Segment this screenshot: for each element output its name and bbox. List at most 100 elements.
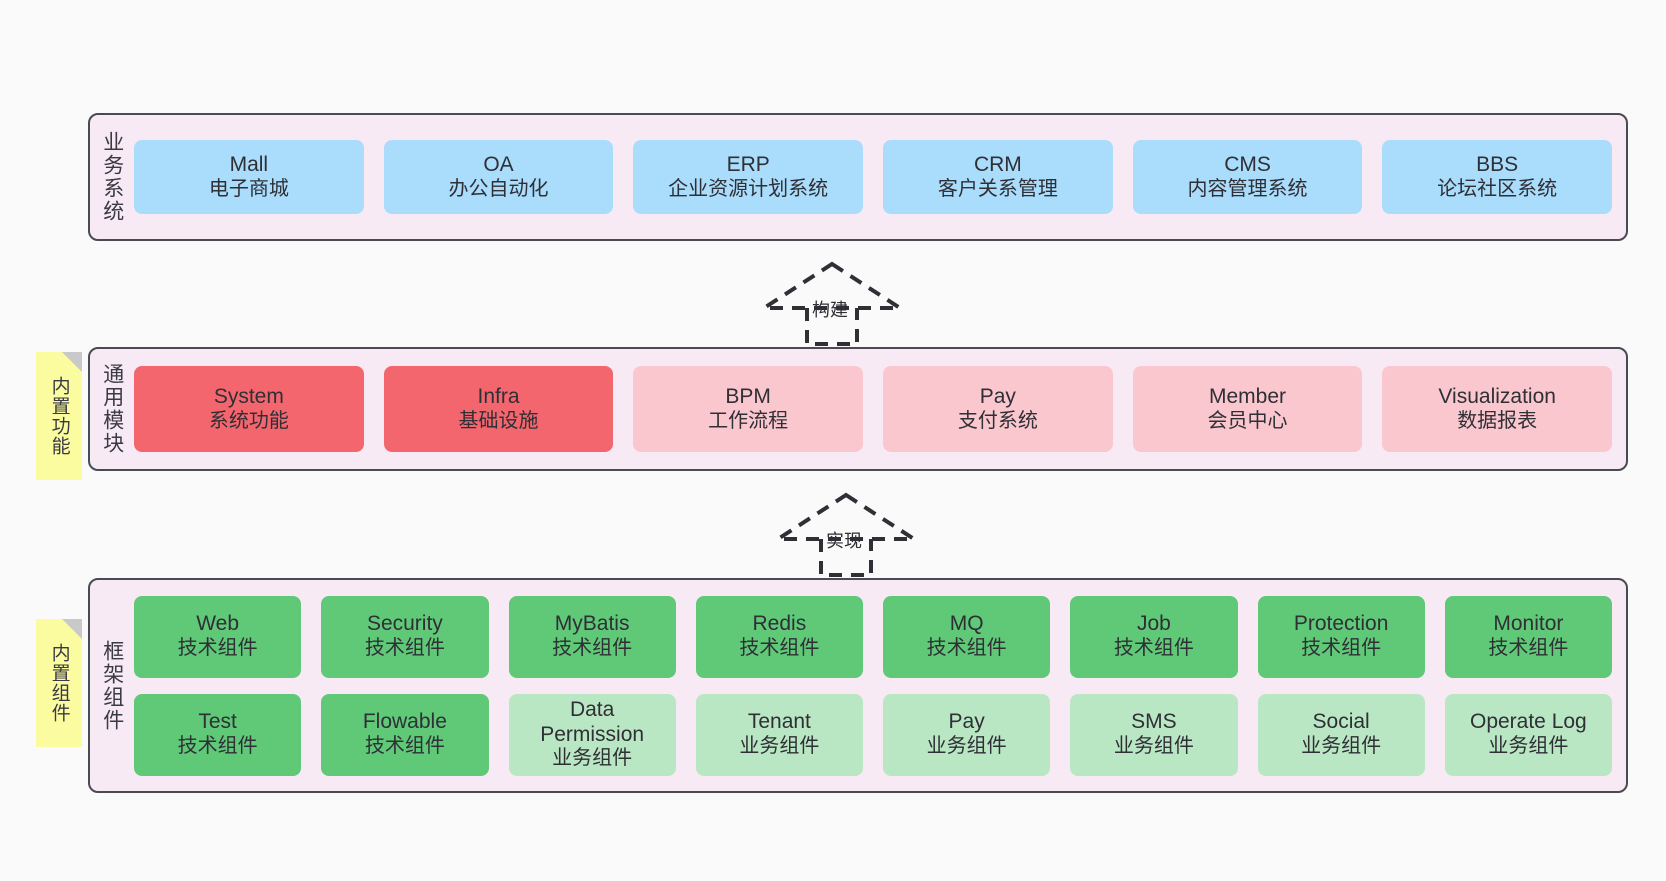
card-title: Mall — [229, 152, 269, 176]
card-protection[interactable]: Protection 技术组件 — [1257, 595, 1425, 678]
card-social[interactable]: Social 业务组件 — [1257, 693, 1425, 776]
card-data-permission[interactable]: Data Permission 业务组件 — [508, 693, 676, 776]
card-subtitle: 业务组件 — [739, 735, 820, 758]
sticky-note-builtin-components: 内置组件 — [36, 619, 82, 747]
card-subtitle: 技术组件 — [552, 637, 633, 660]
card-subtitle: 技术组件 — [926, 637, 1007, 660]
card-visualization[interactable]: Visualization 数据报表 — [1382, 366, 1613, 452]
card-tenant[interactable]: Tenant 业务组件 — [695, 693, 863, 776]
card-subtitle: 技术组件 — [177, 637, 258, 660]
card-row: Web 技术组件 Security 技术组件 MyBatis 技术组件 Redi… — [134, 595, 1612, 678]
card-bpm[interactable]: BPM 工作流程 — [633, 366, 864, 452]
card-subtitle: 系统功能 — [208, 409, 289, 432]
card-subtitle: 技术组件 — [739, 637, 820, 660]
card-subtitle: 数据报表 — [1457, 409, 1538, 432]
card-title: Web — [196, 612, 240, 636]
card-member[interactable]: Member 会员中心 — [1132, 366, 1363, 452]
layer-common-module-body: System 系统功能 Infra 基础设施 BPM 工作流程 Pay 支付系统… — [134, 349, 1626, 469]
card-job[interactable]: Job 技术组件 — [1070, 595, 1238, 678]
card-security[interactable]: Security 技术组件 — [321, 595, 489, 678]
layer-common-module-title: 通用模块 — [100, 363, 124, 455]
arrow-build: 构建 — [752, 258, 912, 346]
card-redis[interactable]: Redis 技术组件 — [695, 595, 863, 678]
card-oa[interactable]: OA 办公自动化 — [383, 140, 614, 214]
card-subtitle: 业务组件 — [552, 747, 633, 770]
sticky-note-label: 内置功能 — [48, 376, 70, 456]
card-title: ERP — [726, 152, 770, 176]
card-title: MQ — [949, 612, 984, 636]
layer-common-module: 通用模块 System 系统功能 Infra 基础设施 BPM 工作流程 Pay… — [88, 347, 1628, 471]
card-subtitle: 电子商城 — [208, 177, 289, 200]
card-row: Mall 电子商城 OA 办公自动化 ERP 企业资源计划系统 CRM 客户关系… — [134, 140, 1613, 214]
card-title: MyBatis — [554, 612, 630, 636]
sticky-note-builtin-features: 内置功能 — [36, 352, 82, 480]
card-cms[interactable]: CMS 内容管理系统 — [1132, 140, 1363, 214]
card-subtitle: 会员中心 — [1207, 409, 1288, 432]
card-row: System 系统功能 Infra 基础设施 BPM 工作流程 Pay 支付系统… — [134, 366, 1613, 452]
card-title: Operate Log — [1469, 710, 1587, 734]
card-title: Member — [1209, 384, 1287, 408]
card-subtitle: 内容管理系统 — [1187, 177, 1308, 200]
card-subtitle: 工作流程 — [708, 409, 789, 432]
card-subtitle: 企业资源计划系统 — [668, 177, 829, 200]
card-bbs[interactable]: BBS 论坛社区系统 — [1382, 140, 1613, 214]
card-sms[interactable]: SMS 业务组件 — [1070, 693, 1238, 776]
layer-framework-components: 框架组件 Web 技术组件 Security 技术组件 MyBatis 技术组件… — [88, 578, 1628, 793]
card-subtitle: 论坛社区系统 — [1437, 177, 1558, 200]
card-subtitle: 客户关系管理 — [937, 177, 1058, 200]
card-subtitle: 业务组件 — [1113, 735, 1194, 758]
sticky-fold-corner — [62, 352, 82, 372]
card-title: SMS — [1131, 710, 1177, 734]
sticky-fold-corner — [62, 619, 82, 639]
card-subtitle: 技术组件 — [177, 735, 258, 758]
card-title: CRM — [973, 152, 1022, 176]
card-title: Pay — [979, 384, 1016, 408]
card-subtitle: 业务组件 — [926, 735, 1007, 758]
card-title: Flowable — [362, 710, 447, 734]
card-erp[interactable]: ERP 企业资源计划系统 — [633, 140, 864, 214]
card-test[interactable]: Test 技术组件 — [134, 693, 302, 776]
card-mall[interactable]: Mall 电子商城 — [134, 140, 364, 214]
card-subtitle: 技术组件 — [364, 637, 445, 660]
layer-business-system-title: 业务系统 — [100, 131, 124, 223]
card-system[interactable]: System 系统功能 — [134, 366, 364, 452]
card-flowable[interactable]: Flowable 技术组件 — [321, 693, 489, 776]
layer-framework-components-title: 框架组件 — [100, 639, 124, 732]
card-pay-module[interactable]: Pay 支付系统 — [883, 366, 1113, 452]
layer-business-system: 业务系统 Mall 电子商城 OA 办公自动化 ERP 企业资源计划系统 CRM… — [88, 113, 1628, 241]
card-row: Test 技术组件 Flowable 技术组件 Data Permission … — [134, 693, 1612, 776]
arrow-implement: 实现 — [766, 489, 926, 577]
card-title: OA — [483, 152, 514, 176]
card-operate-log[interactable]: Operate Log 业务组件 — [1444, 693, 1612, 776]
card-title: Redis — [752, 612, 807, 636]
card-web[interactable]: Web 技术组件 — [134, 595, 302, 678]
card-title: System — [213, 384, 284, 408]
card-infra[interactable]: Infra 基础设施 — [383, 366, 614, 452]
card-title: Tenant — [747, 710, 811, 734]
card-pay-component[interactable]: Pay 业务组件 — [883, 693, 1051, 776]
card-title: Visualization — [1438, 384, 1556, 408]
card-title: Security — [366, 612, 443, 636]
card-title: BPM — [725, 384, 771, 408]
card-title: BBS — [1476, 152, 1519, 176]
card-title: CMS — [1224, 152, 1271, 176]
card-title: Social — [1312, 710, 1370, 734]
card-title: Monitor — [1493, 612, 1564, 636]
card-title: Job — [1136, 612, 1171, 636]
card-subtitle: 办公自动化 — [448, 177, 549, 200]
card-monitor[interactable]: Monitor 技术组件 — [1444, 595, 1612, 678]
card-subtitle: 业务组件 — [1301, 735, 1382, 758]
card-title: Test — [198, 710, 237, 734]
card-subtitle: 基础设施 — [458, 409, 539, 432]
card-subtitle: 业务组件 — [1488, 735, 1569, 758]
card-subtitle: 支付系统 — [957, 409, 1038, 432]
card-mq[interactable]: MQ 技术组件 — [883, 595, 1051, 678]
layer-business-system-body: Mall 电子商城 OA 办公自动化 ERP 企业资源计划系统 CRM 客户关系… — [134, 115, 1626, 239]
card-title: Protection — [1293, 612, 1389, 636]
card-title: Data Permission — [540, 697, 645, 746]
card-subtitle: 技术组件 — [1301, 637, 1382, 660]
card-mybatis[interactable]: MyBatis 技术组件 — [508, 595, 676, 678]
card-title: Infra — [477, 384, 520, 408]
card-crm[interactable]: CRM 客户关系管理 — [883, 140, 1113, 214]
